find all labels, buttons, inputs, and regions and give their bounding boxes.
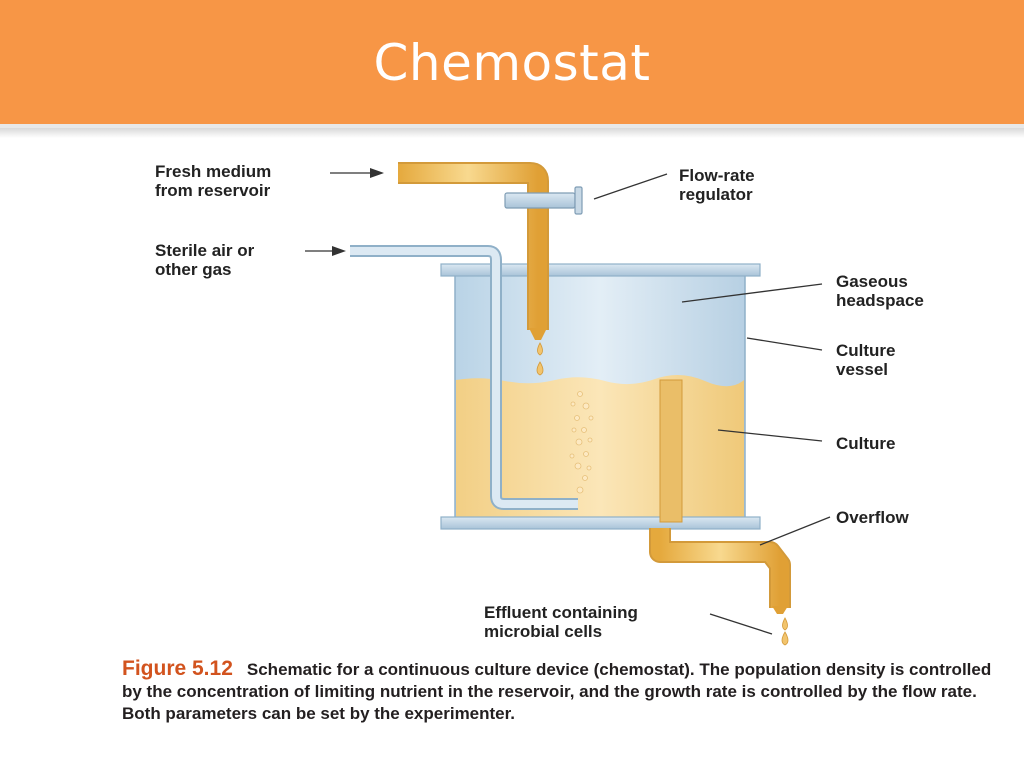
culture-vessel [440, 263, 761, 530]
label-vessel-1: Culture [836, 341, 896, 360]
label-overflow: Overflow [836, 508, 910, 527]
slide-title: Chemostat [373, 34, 651, 92]
label-fresh-medium-2: from reservoir [155, 181, 271, 200]
label-flow-rate-2: regulator [679, 185, 753, 204]
air-tube [350, 245, 578, 510]
medium-tube [398, 162, 583, 340]
label-effluent-1: Effluent containing [484, 603, 638, 622]
label-flow-rate-1: Flow-rate [679, 166, 755, 185]
effluent-drops [781, 617, 789, 646]
valve-knob [574, 186, 583, 215]
vessel-base [440, 516, 761, 530]
flow-rate-valve [504, 192, 576, 209]
title-bar: Chemostat [0, 0, 1024, 128]
label-headspace-2: headspace [836, 291, 924, 310]
overflow-tube [649, 379, 791, 614]
caption-text: Schematic for a continuous culture devic… [122, 660, 992, 723]
label-effluent-2: microbial cells [484, 622, 602, 641]
figure-number: Figure 5.12 [122, 657, 233, 680]
label-sterile-air-2: other gas [155, 260, 232, 279]
label-headspace-1: Gaseous [836, 272, 908, 291]
label-fresh-medium-1: Fresh medium [155, 162, 271, 181]
air-bubbles [569, 391, 594, 494]
title-shadow [0, 128, 1024, 138]
label-sterile-air-1: Sterile air or [155, 241, 255, 260]
medium-drops [536, 342, 544, 376]
leader-lines [305, 168, 831, 635]
vessel-lid [440, 263, 761, 277]
label-culture: Culture [836, 434, 896, 453]
label-vessel-2: vessel [836, 360, 888, 379]
